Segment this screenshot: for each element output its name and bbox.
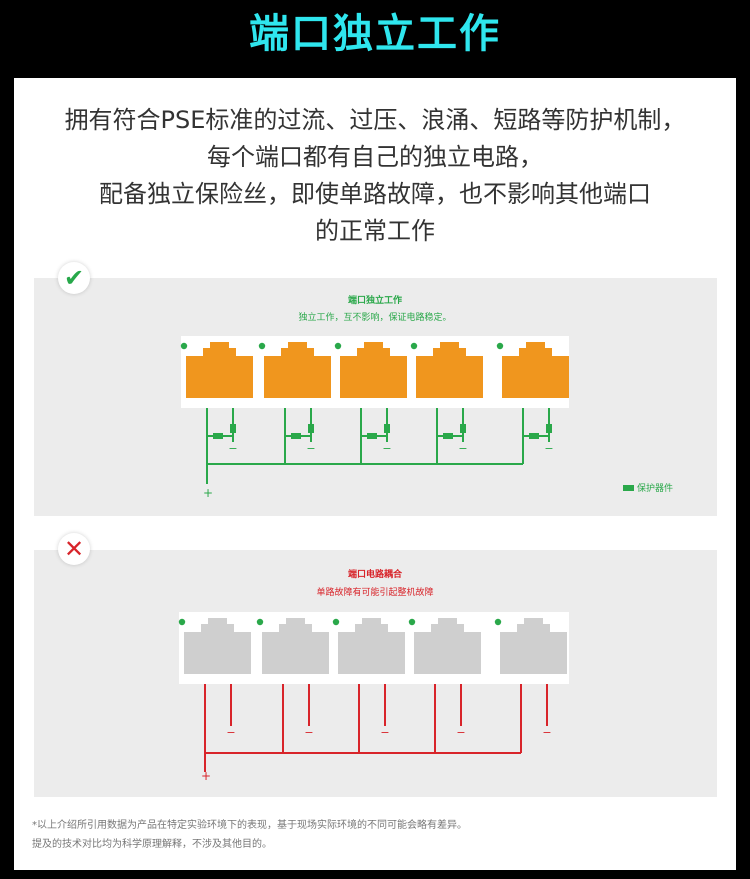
- protection-device-h-4: [443, 433, 453, 439]
- minus-label-2: −: [304, 726, 313, 739]
- minus-label-3: −: [380, 726, 389, 739]
- minus-label-4: −: [456, 726, 465, 739]
- rj45-port-4: [414, 618, 481, 674]
- port-led-4: [410, 342, 418, 350]
- rj45-port-5: [502, 342, 569, 398]
- port-led-2: [256, 618, 264, 626]
- protection-device-legend-label: 保护器件: [637, 482, 673, 494]
- description-line-2: 每个端口都有自己的独立电路，: [207, 143, 543, 171]
- protection-device-h-1: [213, 433, 223, 439]
- protection-device-legend-swatch: [623, 485, 634, 491]
- port-led-3: [332, 618, 340, 626]
- minus-label-4: −: [458, 442, 467, 455]
- minus-label-1: −: [228, 442, 237, 455]
- port-led-1: [180, 342, 188, 350]
- content-panel: 拥有符合PSE标准的过流、过压、浪涌、短路等防护机制， 每个端口都有自己的独立电…: [14, 78, 736, 870]
- good-subheading: 独立工作，互不影响，保证电路稳定。: [298, 311, 451, 323]
- description: 拥有符合PSE标准的过流、过压、浪涌、短路等防护机制， 每个端口都有自己的独立电…: [14, 102, 736, 250]
- port-led-4: [408, 618, 416, 626]
- bad-subheading: 单路故障有可能引起整机故障: [316, 586, 433, 598]
- independent-circuit-diagram: 端口独立工作 独立工作，互不影响，保证电路稳定。 − − − − − + 保护器件: [180, 294, 673, 500]
- good-plus-label: +: [203, 486, 213, 500]
- bad-heading: 端口电路耦合: [348, 568, 403, 580]
- protection-device-h-5: [529, 433, 539, 439]
- description-line-4: 的正常工作: [315, 217, 435, 245]
- description-line-3: 配备独立保险丝，即使单路故障，也不影响其他端口: [99, 180, 651, 208]
- rj45-port-4: [416, 342, 483, 398]
- rj45-port-1: [186, 342, 253, 398]
- footnote-line-2: 提及的技术对比均为科学原理解释，不涉及其他目的。: [32, 839, 272, 850]
- port-led-2: [258, 342, 266, 350]
- port-led-5: [496, 342, 504, 350]
- check-icon: ✔: [58, 262, 90, 294]
- rj45-port-2: [262, 618, 329, 674]
- cross-icon: ✕: [58, 533, 90, 565]
- protection-device-h-2: [291, 433, 301, 439]
- minus-label-5: −: [544, 442, 553, 455]
- coupled-circuit-diagram: 端口电路耦合 单路故障有可能引起整机故障 − − − − − +: [178, 568, 569, 783]
- independent-circuit-box: 端口独立工作 独立工作，互不影响，保证电路稳定。 − − − − − + 保护器件: [34, 278, 717, 516]
- coupled-circuit-box: 端口电路耦合 单路故障有可能引起整机故障 − − − − − +: [34, 550, 717, 797]
- rj45-port-5: [500, 618, 567, 674]
- good-heading: 端口独立工作: [348, 294, 402, 306]
- port-led-1: [178, 618, 186, 626]
- protection-device-v-4: [460, 424, 466, 433]
- minus-label-3: −: [382, 442, 391, 455]
- rj45-port-2: [264, 342, 331, 398]
- port-led-3: [334, 342, 342, 350]
- footnote-line-1: *以上介绍所引用数据为产品在特定实验环境下的表现，基于现场实际环境的不同可能会略…: [32, 820, 467, 831]
- protection-device-h-3: [367, 433, 377, 439]
- rj45-port-1: [184, 618, 251, 674]
- bad-plus-label: +: [201, 769, 211, 783]
- description-line-1: 拥有符合PSE标准的过流、过压、浪涌、短路等防护机制，: [64, 106, 686, 134]
- footnote: *以上介绍所引用数据为产品在特定实验环境下的表现，基于现场实际环境的不同可能会略…: [32, 816, 722, 854]
- rj45-port-3: [340, 342, 407, 398]
- protection-device-v-2: [308, 424, 314, 433]
- minus-label-5: −: [542, 726, 551, 739]
- protection-device-v-5: [546, 424, 552, 433]
- minus-label-1: −: [226, 726, 235, 739]
- minus-label-2: −: [306, 442, 315, 455]
- protection-device-v-3: [384, 424, 390, 433]
- port-led-5: [494, 618, 502, 626]
- protection-device-v-1: [230, 424, 236, 433]
- page-title: 端口独立工作: [249, 11, 501, 57]
- rj45-port-3: [338, 618, 405, 674]
